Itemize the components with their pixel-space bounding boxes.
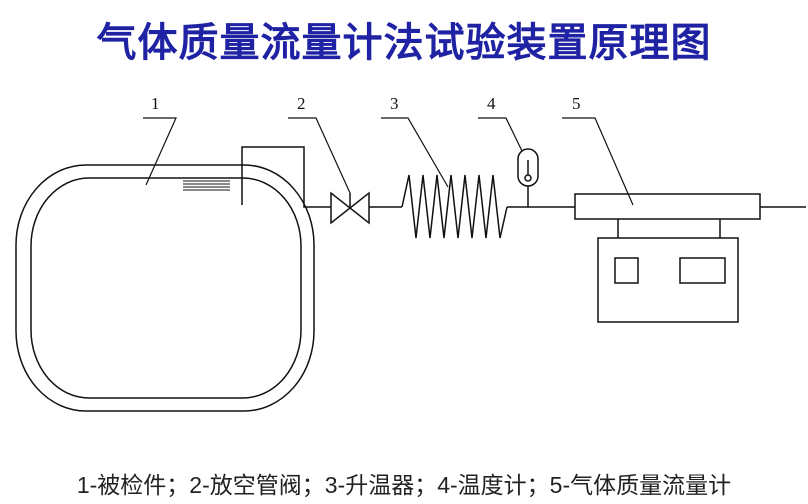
test-piece-inner — [30, 177, 302, 399]
heater-coil — [401, 174, 508, 239]
vent-valve — [330, 191, 370, 225]
outlet-pipe — [241, 146, 331, 208]
legend-caption: 1-被检件；2-放空管阀；3-升温器；4-温度计；5-气体质量流量计 — [76, 472, 732, 498]
flowmeter-sensor — [574, 193, 761, 220]
leader-line-2 — [288, 117, 351, 194]
callout-4: 4 — [487, 94, 496, 113]
flowmeter-display-left — [614, 257, 639, 284]
flowmeter-console — [597, 237, 739, 323]
callout-3: 3 — [390, 94, 399, 113]
test-piece-outer — [15, 164, 315, 412]
thermometer-bulb — [517, 148, 539, 187]
leader-line-5 — [562, 117, 634, 206]
leader-line-3 — [381, 117, 449, 188]
leader-line-4 — [478, 117, 523, 152]
leader-line-1 — [143, 117, 177, 186]
flowmeter-display-right — [679, 257, 726, 284]
diagram-title: 气体质量流量计法试验装置原理图 — [96, 19, 712, 66]
test-piece-nameplate — [183, 180, 230, 191]
thermometer-dot — [524, 174, 532, 182]
callout-1: 1 — [151, 94, 160, 113]
callout-2: 2 — [297, 94, 306, 113]
callout-5: 5 — [572, 94, 581, 113]
